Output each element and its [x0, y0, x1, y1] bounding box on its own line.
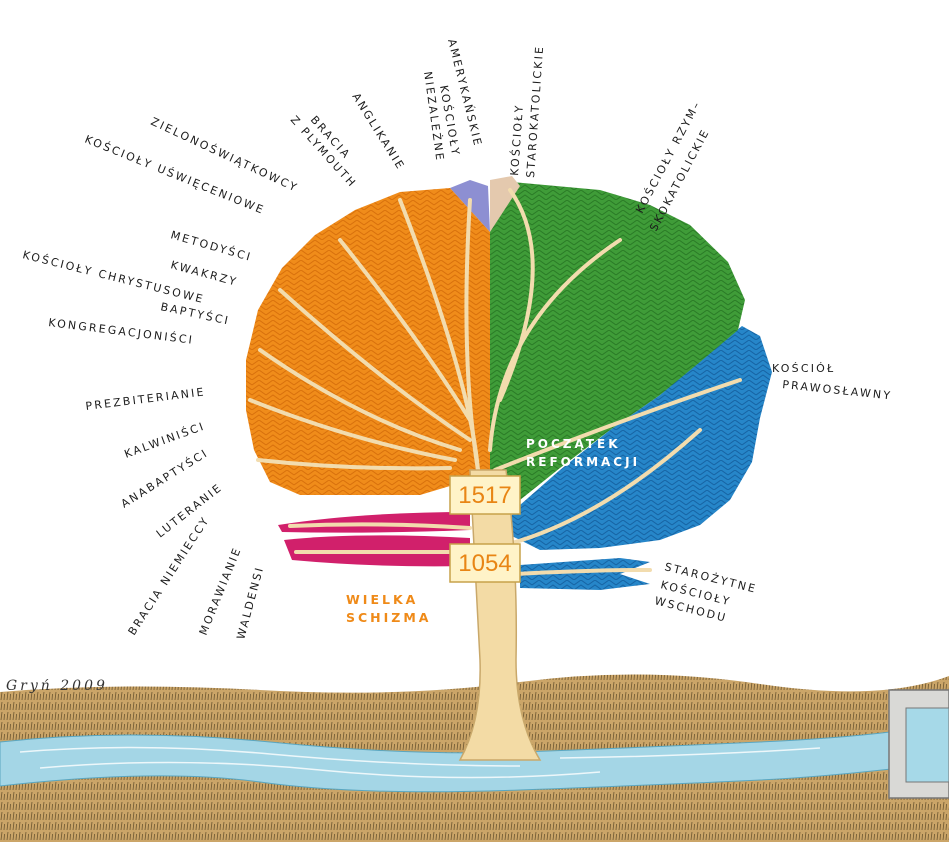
caption-schizma-line2: SCHIZMA: [346, 610, 431, 625]
label-prawoslawny-line2: PRAWOSŁAWNY: [782, 378, 893, 402]
label-zielonoswiatkowcy: ZIELONOŚWIĄTKOWCY: [149, 115, 301, 195]
label-waldensi: WALDENSI: [234, 565, 266, 641]
label-starokatolickie-line2: STAROKATOLICKIE: [524, 44, 546, 178]
year-1517: 1517: [458, 482, 511, 509]
label-swieceniowe: KOŚCIOŁY UŚWIĘCENIOWE: [83, 133, 267, 217]
caption-reformacja-line1: POCZĄTEK: [526, 437, 621, 451]
label-prawoslawny-line1: KOŚCIÓŁ: [772, 362, 835, 375]
label-anglikanie: ANGLIKANIE: [349, 91, 407, 173]
label-kongregacjonisci: KONGREGACJONIŚCI: [48, 316, 195, 347]
year-1517-box: 1517: [450, 476, 520, 514]
label-metodysci: METODYŚCI: [169, 228, 253, 264]
label-baptysci: BAPTYŚCI: [159, 300, 231, 327]
label-starokatolickie-line1: KOŚCIOŁY: [508, 103, 526, 176]
stone-structure: [889, 690, 949, 798]
label-prezbiterianie: PREZBITERIANIE: [85, 385, 207, 413]
label-morawianie: MORAWIANIE: [197, 545, 244, 637]
caption-reformacja-line2: REFORMACJI: [526, 455, 640, 469]
branch-bracia-niemieccy: [278, 512, 470, 533]
caption-schizma-line1: WIELKA: [346, 592, 418, 607]
artist-signature: Gryń 2009: [6, 678, 108, 694]
label-chrystusowe: KOŚCIOŁY CHRYSTUSOWE: [21, 248, 206, 306]
year-1054-box: 1054: [450, 544, 520, 582]
label-kwakrzy: KWAKRZY: [169, 258, 239, 288]
year-1054: 1054: [458, 550, 511, 577]
